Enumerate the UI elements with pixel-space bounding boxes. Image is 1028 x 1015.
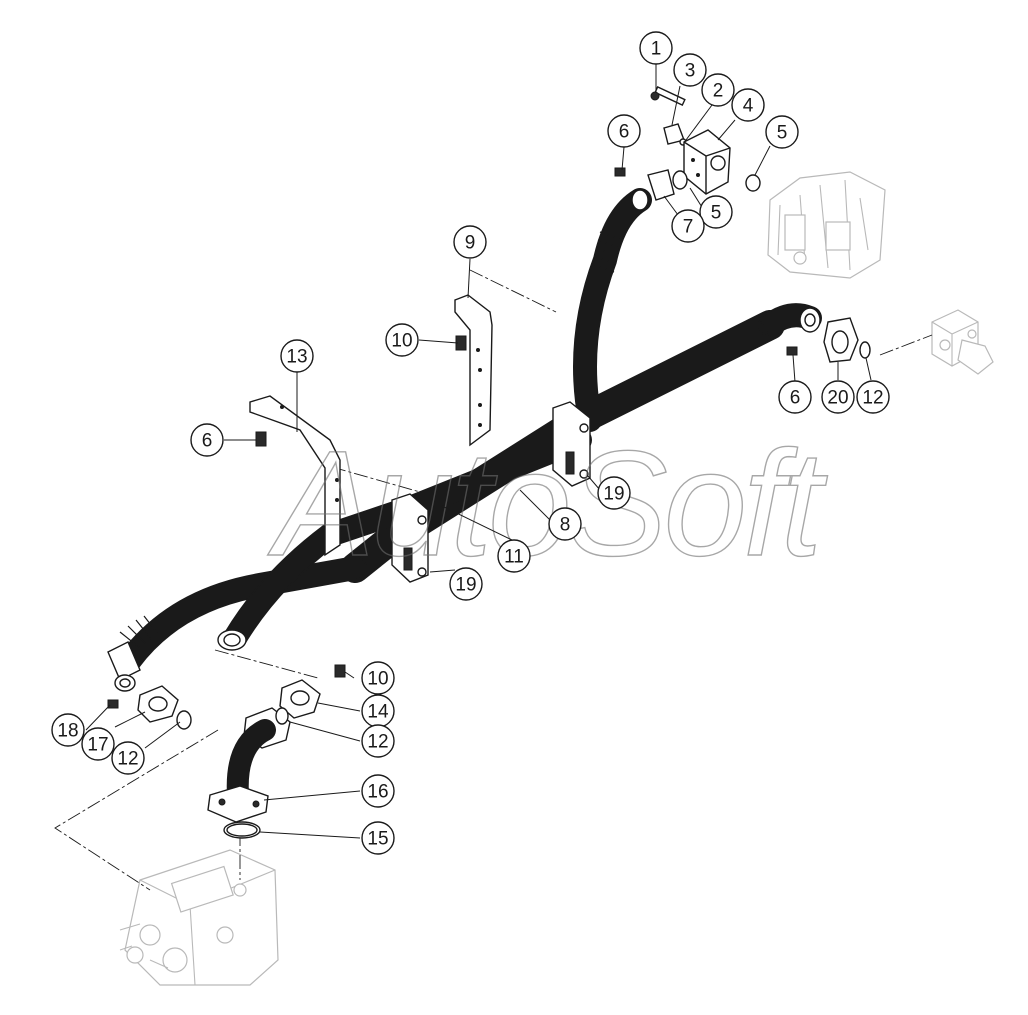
callout-number: 18 (57, 721, 78, 742)
callout-number: 5 (711, 203, 722, 224)
clamp-19-left (391, 493, 429, 583)
callout-number: 14 (367, 702, 389, 723)
callout-20: 20 (821, 380, 855, 414)
callout-number: 12 (367, 732, 388, 753)
callout-18: 18 (51, 713, 85, 747)
bracket-13 (249, 395, 341, 557)
callout-number: 20 (827, 388, 848, 409)
callout-number: 15 (367, 829, 388, 850)
callout-1: 1 (639, 31, 673, 65)
callout-17: 17 (81, 727, 115, 761)
callout-number: 6 (619, 122, 630, 143)
callout-circle (385, 323, 419, 357)
callout-number: 7 (683, 217, 694, 238)
bracket-9 (454, 294, 493, 447)
callout-number: 8 (560, 515, 571, 536)
callout-circle (778, 380, 812, 414)
callout-9: 9 (453, 225, 487, 259)
callout-circle (701, 73, 735, 107)
callout-number: 10 (367, 669, 388, 690)
callout-circle (731, 88, 765, 122)
callout-circle (361, 661, 395, 695)
callout-circle (639, 31, 673, 65)
callout-12: 12 (111, 741, 145, 775)
callout-number: 19 (455, 575, 476, 596)
watermark-text: AutoSoft (267, 419, 828, 587)
callout-6: 6 (778, 380, 812, 414)
callout-circle (81, 727, 115, 761)
callout-circle (111, 741, 145, 775)
flange-14 (279, 664, 346, 719)
callout-circle (765, 115, 799, 149)
callout-circle (361, 724, 395, 758)
hydraulic-pump-ghost (767, 171, 886, 279)
callout-number: 5 (777, 123, 788, 144)
callout-13: 13 (280, 339, 314, 373)
callout-14: 14 (361, 694, 395, 728)
callout-6: 6 (607, 114, 641, 148)
callout-circle (449, 567, 483, 601)
callout-4: 4 (731, 88, 765, 122)
callout-circle (361, 821, 395, 855)
callout-5: 5 (699, 195, 733, 229)
callout-circle (453, 225, 487, 259)
callout-number: 16 (367, 782, 388, 803)
callout-5: 5 (765, 115, 799, 149)
callout-circle (280, 339, 314, 373)
callout-circle (190, 423, 224, 457)
callout-number: 10 (391, 331, 412, 352)
callout-10: 10 (361, 661, 395, 695)
callout-11: 11 (497, 539, 531, 573)
callout-8: 8 (548, 507, 582, 541)
callout-12: 12 (856, 380, 890, 414)
callout-7: 7 (671, 209, 705, 243)
callout-12: 12 (361, 724, 395, 758)
callout-10: 10 (385, 323, 419, 357)
callout-circle (699, 195, 733, 229)
callout-circle (548, 507, 582, 541)
callout-number: 6 (790, 388, 801, 409)
callout-circle (51, 713, 85, 747)
control-valve-ghost (119, 849, 279, 986)
elbow-16 (207, 707, 291, 839)
callout-circle (821, 380, 855, 414)
callout-16: 16 (361, 774, 395, 808)
callout-circle (671, 209, 705, 243)
callout-number: 9 (465, 233, 476, 254)
callout-circle (597, 476, 631, 510)
callout-number: 6 (202, 431, 213, 452)
callout-number: 19 (603, 484, 624, 505)
callout-6: 6 (190, 423, 224, 457)
callout-3: 3 (673, 53, 707, 87)
callout-circle (673, 53, 707, 87)
flange-20 (786, 317, 871, 363)
valve-block-ghost (931, 309, 994, 375)
hoses (107, 188, 822, 692)
callout-number: 1 (651, 39, 662, 60)
callout-circle (856, 380, 890, 414)
callout-number: 12 (862, 388, 883, 409)
callout-15: 15 (361, 821, 395, 855)
callout-number: 2 (713, 81, 724, 102)
callout-circle (361, 774, 395, 808)
callout-circle (497, 539, 531, 573)
callout-number: 17 (87, 735, 108, 756)
callout-circle (607, 114, 641, 148)
callout-number: 4 (743, 96, 754, 117)
callout-number: 3 (685, 61, 696, 82)
flange-17 (107, 685, 192, 730)
assembly-lines (54, 269, 933, 891)
callout-19: 19 (449, 567, 483, 601)
callout-2: 2 (701, 73, 735, 107)
callout-number: 13 (286, 347, 307, 368)
callout-19: 19 (597, 476, 631, 510)
callout-number: 12 (117, 749, 138, 770)
callout-number: 11 (504, 547, 524, 568)
